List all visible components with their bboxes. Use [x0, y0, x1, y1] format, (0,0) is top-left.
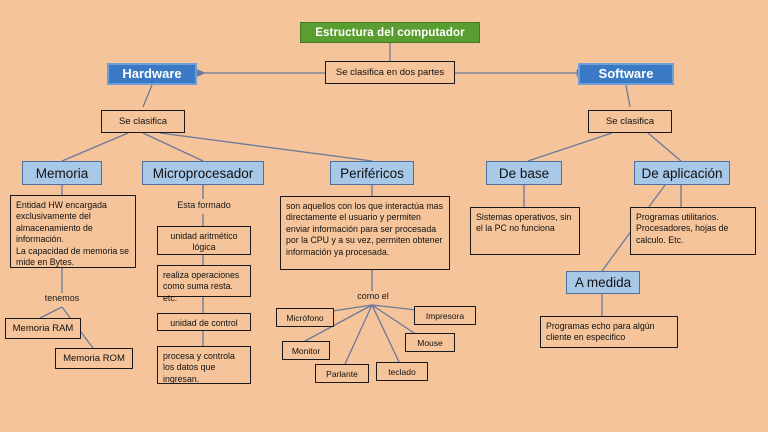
label-esta-formado: Esta formado [177, 200, 231, 210]
node-memoria-rom[interactable]: Memoria ROM [55, 348, 133, 369]
node-se-clasifica-right[interactable]: Se clasifica [588, 110, 672, 133]
node-perifericos-description: son aquellos con los que interactúa mas … [280, 196, 450, 270]
node-parlante[interactable]: Parlante [315, 364, 369, 383]
node-se-clasifica-left[interactable]: Se clasifica [101, 110, 185, 133]
node-software[interactable]: Software [578, 63, 674, 85]
node-memoria-description: Entidad HW encargada exclusivamente del … [10, 195, 136, 268]
node-memoria[interactable]: Memoria [22, 161, 102, 185]
node-de-aplicacion[interactable]: De aplicación [634, 161, 730, 185]
node-impresora[interactable]: Impresora [414, 306, 476, 325]
node-de-aplicacion-description: Programas utilitarios. Procesadores, hoj… [630, 207, 756, 255]
diagram-title: Estructura del computador [300, 22, 480, 43]
node-perifericos[interactable]: Periféricos [330, 161, 414, 185]
node-unidad-aritmetico-logica[interactable]: unidad aritmético lógica [157, 226, 251, 255]
node-de-base[interactable]: De base [486, 161, 562, 185]
node-microfono[interactable]: Micrófono [276, 308, 334, 327]
node-hardware[interactable]: Hardware [107, 63, 197, 85]
label-tenemos: tenemos [44, 293, 80, 303]
node-se-clasifica-en-dos-partes[interactable]: Se clasifica en dos partes [325, 61, 455, 84]
label-como-el: como el [357, 291, 389, 301]
node-teclado[interactable]: teclado [376, 362, 428, 381]
node-a-medida-description: Programas echo para algún cliente en esp… [540, 316, 678, 348]
node-unidad-de-control[interactable]: unidad de control [157, 313, 251, 331]
node-ual-description: realiza operaciones como suma resta. etc… [157, 265, 251, 303]
node-unidad-control-description: procesa y controla los datos que ingresa… [157, 346, 251, 384]
node-monitor[interactable]: Monitor [282, 341, 330, 360]
node-a-medida[interactable]: A medida [566, 271, 640, 294]
node-de-base-description: Sistemas operativos, sin el la PC no fun… [470, 207, 580, 255]
node-microprocesador[interactable]: Microprocesador [142, 161, 264, 185]
node-memoria-ram[interactable]: Memoria RAM [5, 318, 81, 339]
node-mouse[interactable]: Mouse [405, 333, 455, 352]
